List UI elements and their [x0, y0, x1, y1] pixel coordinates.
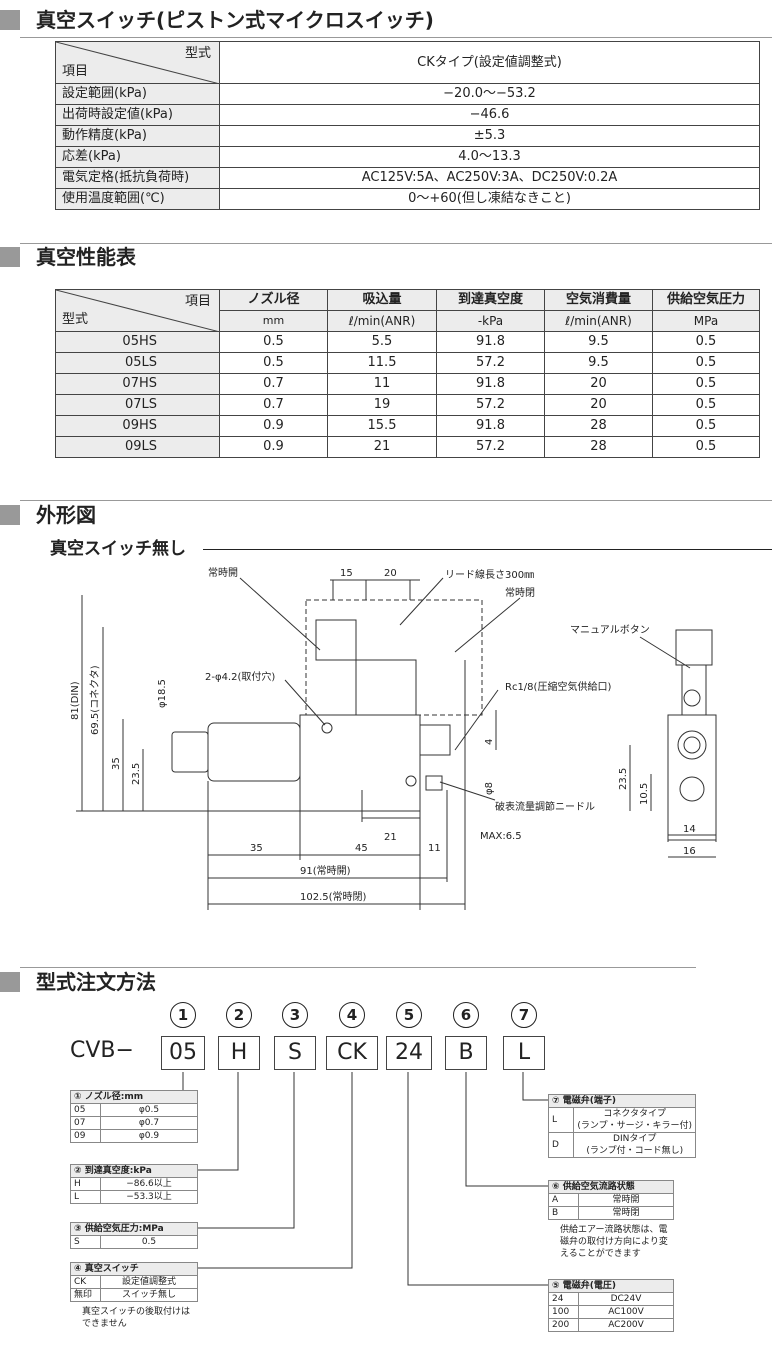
section-header-vacuum-switch: 真空スイッチ(ピストン式マイクロスイッチ): [0, 8, 772, 38]
order-code-box: B: [445, 1036, 487, 1070]
svg-text:16: 16: [683, 846, 696, 857]
section-header-dimensions: 外形図: [0, 500, 772, 527]
order-number-circle: 1: [170, 1002, 196, 1028]
option-note: 真空スイッチの後取付けはできません: [82, 1307, 191, 1329]
section-header-performance: 真空性能表: [0, 243, 772, 269]
performance-table: 項目 型式 ノズル径 吸込量 到達真空度 空気消費量 供給空気圧力 mm ℓ/m…: [55, 289, 760, 458]
svg-text:φ18.5: φ18.5: [157, 679, 168, 708]
order-code-box: 05: [161, 1036, 205, 1070]
order-code-box: H: [218, 1036, 260, 1070]
label-mount-hole: 2-φ4.2(取付穴): [205, 670, 275, 683]
svg-text:20: 20: [384, 568, 397, 579]
section-title: 型式注文方法: [36, 970, 156, 994]
svg-text:91(常時開): 91(常時開): [300, 864, 351, 877]
silencer-body: [207, 722, 301, 782]
label-rc: Rc1/8(圧縮空気供給口): [505, 680, 611, 693]
order-number-circle: 3: [282, 1002, 308, 1028]
label-normally-open: 常時開: [208, 566, 238, 579]
section-title: 真空性能表: [36, 245, 136, 269]
order-number-circle: 6: [453, 1002, 479, 1028]
svg-text:4: 4: [484, 739, 495, 745]
svg-text:φ8: φ8: [484, 782, 495, 795]
svg-text:14: 14: [683, 824, 696, 835]
label-max: MAX:6.5: [480, 831, 522, 842]
table-row: 無印スイッチ無し: [70, 1288, 198, 1302]
svg-text:23.5: 23.5: [131, 763, 142, 785]
svg-text:45: 45: [355, 843, 368, 854]
order-number-circle: 4: [339, 1002, 365, 1028]
corner-header-cell: 型式 項目: [55, 41, 220, 84]
section-title: 真空スイッチ(ピストン式マイクロスイッチ): [36, 8, 434, 32]
order-number-circle: 7: [511, 1002, 537, 1028]
order-code-box: 24: [386, 1036, 432, 1070]
svg-text:81(DIN): 81(DIN): [70, 681, 81, 720]
svg-text:35: 35: [250, 843, 263, 854]
order-code-box: S: [274, 1036, 316, 1070]
label-manual-button: マニュアルボタン: [570, 624, 650, 636]
solenoid-outline: [305, 599, 483, 716]
svg-text:35: 35: [111, 757, 122, 770]
order-number-circle: 2: [226, 1002, 252, 1028]
svg-text:69.5(コネクタ): 69.5(コネクタ): [89, 665, 101, 735]
type-header: CKタイプ(設定値調整式): [219, 41, 760, 84]
outline-drawing: 常時開 常時閉 リード線長さ300㎜ 2-φ4.2(取付穴) Rc1/8(圧縮空…: [70, 566, 717, 910]
corner-header-cell: 項目 型式: [55, 289, 220, 332]
model-prefix: CVB−: [70, 1038, 134, 1063]
order-code-box: CK: [326, 1036, 378, 1070]
label-needle: 破表流量調節ニードル: [495, 800, 595, 813]
svg-text:15: 15: [340, 568, 353, 579]
order-code-box: L: [503, 1036, 545, 1070]
option-note: 供給エアー流路状態は、電磁弁の取付け方向により変えることができます: [560, 1225, 668, 1259]
svg-text:23.5: 23.5: [618, 768, 629, 790]
drawing-subtitle: 真空スイッチ無し: [50, 539, 186, 559]
svg-text:102.5(常時閉): 102.5(常時閉): [300, 890, 367, 903]
svg-text:21: 21: [384, 832, 397, 843]
svg-text:10.5: 10.5: [639, 783, 650, 805]
table-row: H−86.6以上: [70, 1177, 198, 1191]
section-header-ordering: 型式注文方法: [0, 967, 772, 994]
vacuum-switch-spec-table: 型式 項目 CKタイプ(設定値調整式) 設定範囲(kPa)−20.0〜−53.2…: [55, 41, 760, 210]
valve-body: [299, 714, 421, 812]
section-title: 外形図: [36, 503, 96, 527]
label-lead: リード線長さ300㎜: [445, 568, 534, 581]
label-normally-closed: 常時閉: [505, 586, 535, 599]
table-row: L−53.3以上: [70, 1190, 198, 1204]
svg-text:11: 11: [428, 843, 441, 854]
order-number-circle: 5: [396, 1002, 422, 1028]
